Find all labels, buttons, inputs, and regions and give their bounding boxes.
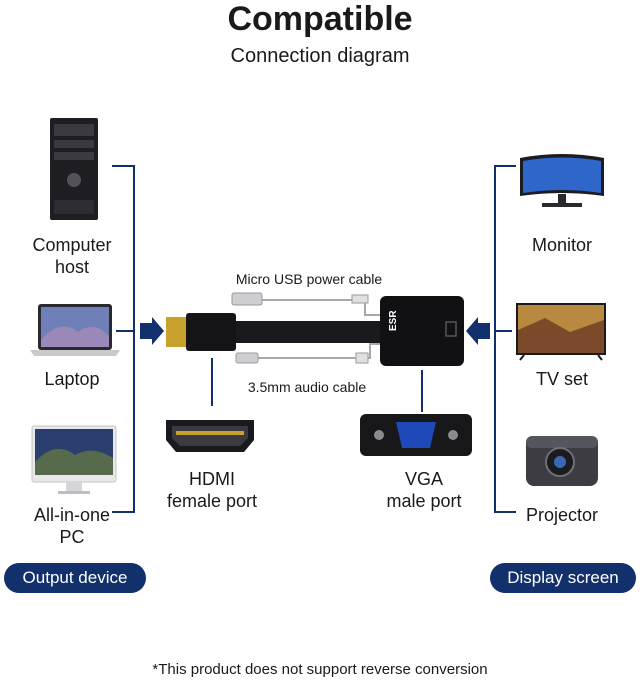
- computer-host-label: Computer host: [32, 235, 112, 277]
- page-title: Compatible: [227, 0, 413, 38]
- output-device-badge: Output device: [4, 563, 146, 593]
- audio-cable-label: 3.5mm audio cable: [247, 379, 367, 395]
- monitor-icon: [520, 154, 604, 207]
- monitor-label: Monitor: [531, 235, 593, 255]
- tv-set-label: TV set: [535, 369, 588, 389]
- hdmi-female-port-icon: [166, 420, 254, 452]
- projector-label: Projector: [525, 505, 599, 525]
- display-bracket-line: [494, 165, 516, 513]
- tv-set-icon: [516, 303, 606, 361]
- laptop-icon: [30, 304, 120, 356]
- laptop-label: Laptop: [44, 369, 100, 389]
- adapter-cable-illustration: [166, 292, 464, 412]
- hdmi-port-label: HDMI female port: [166, 469, 258, 511]
- output-bracket-line: [112, 165, 135, 513]
- vga-port-label: VGA male port: [386, 469, 462, 511]
- page-subtitle: Connection diagram: [230, 45, 410, 67]
- arrow-right-icon: [140, 317, 164, 345]
- adapter-brand-label: ESR: [388, 310, 399, 331]
- footnote: *This product does not support reverse c…: [152, 661, 488, 678]
- computer-host-icon: [50, 118, 98, 220]
- display-screen-badge: Display screen: [490, 563, 636, 593]
- vga-male-port-icon: [360, 414, 472, 456]
- all-in-one-pc-label: All-in-one PC: [33, 505, 111, 547]
- all-in-one-pc-icon: [31, 425, 117, 494]
- projector-icon: [526, 436, 598, 486]
- arrow-left-icon: [466, 317, 490, 345]
- power-cable-label: Micro USB power cable: [235, 271, 383, 287]
